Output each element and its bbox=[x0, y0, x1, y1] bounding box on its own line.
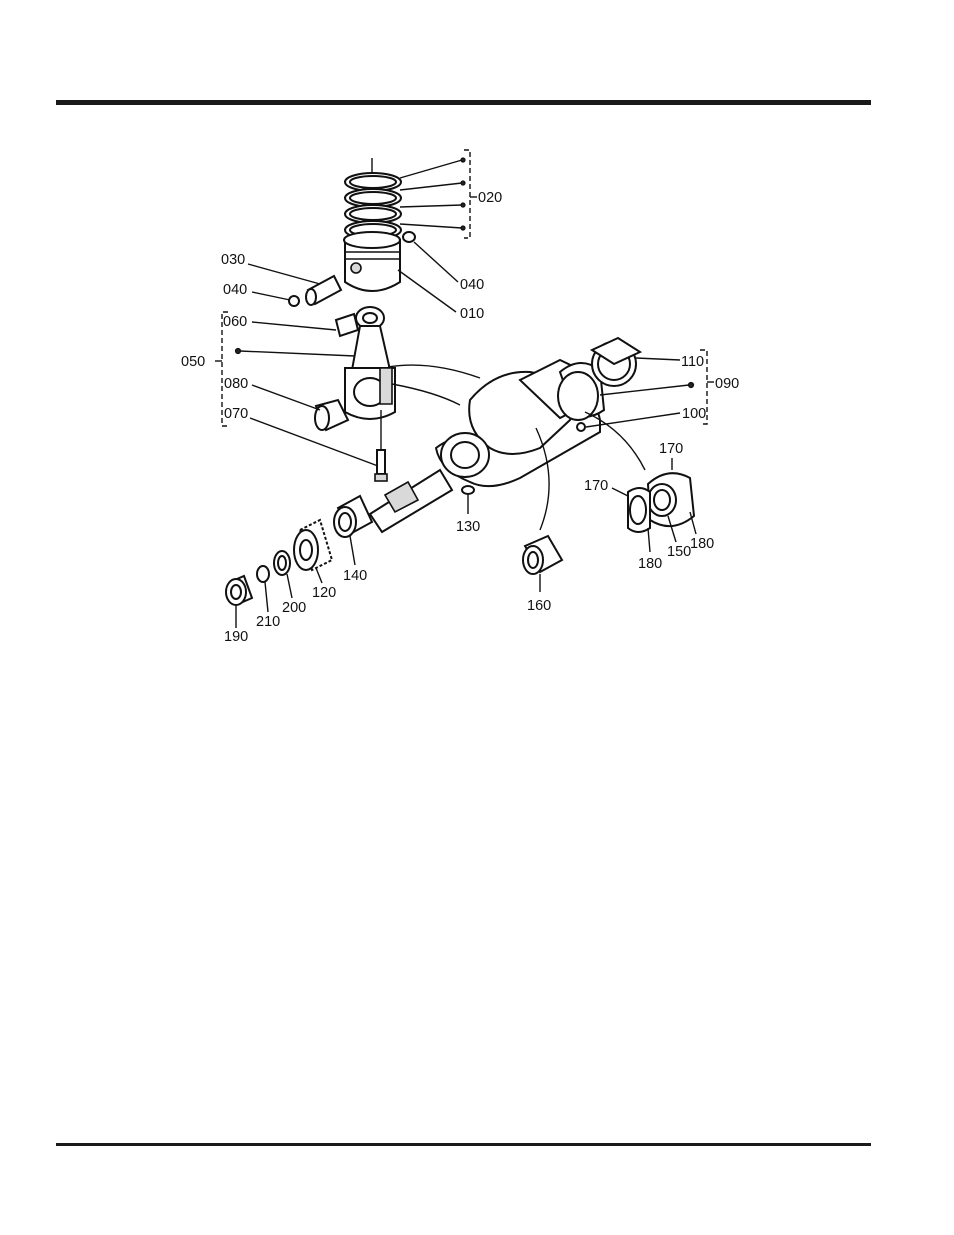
callout-180-right: 180 bbox=[690, 536, 714, 552]
callout-120: 120 bbox=[312, 585, 336, 601]
rod-bearing-drawing bbox=[315, 400, 348, 430]
callout-010: 010 bbox=[460, 306, 484, 322]
callout-150: 150 bbox=[667, 544, 691, 560]
callout-030: 030 bbox=[221, 252, 245, 268]
callout-160: 160 bbox=[527, 598, 551, 614]
rod-bolt-drawing bbox=[375, 410, 387, 481]
callout-190: 190 bbox=[224, 629, 248, 645]
crank-gear-drawing bbox=[294, 520, 332, 570]
callout-130: 130 bbox=[456, 519, 480, 535]
connecting-rod-drawing bbox=[336, 307, 395, 419]
callout-050: 050 bbox=[181, 354, 205, 370]
piston-drawing bbox=[344, 232, 415, 291]
callout-040-right: 040 bbox=[460, 277, 484, 293]
callout-080: 080 bbox=[224, 376, 248, 392]
piston-pin-drawing bbox=[289, 276, 341, 306]
crank-bearing-front-drawing bbox=[334, 496, 372, 537]
main-bearing-case-drawing bbox=[628, 473, 694, 532]
callout-090: 090 bbox=[715, 376, 739, 392]
callout-180-left: 180 bbox=[638, 556, 662, 572]
crank-collar-drawing bbox=[226, 576, 252, 605]
callout-110: 110 bbox=[681, 354, 704, 370]
crankshaft-drawing bbox=[370, 360, 604, 532]
collar-washer-drawing bbox=[257, 566, 269, 582]
callout-140: 140 bbox=[343, 568, 367, 584]
crank-bearing-2-drawing bbox=[523, 536, 562, 574]
callout-040-left: 040 bbox=[223, 282, 247, 298]
callout-060: 060 bbox=[223, 314, 247, 330]
callout-170-left: 170 bbox=[584, 478, 608, 494]
callout-170-right: 170 bbox=[659, 441, 683, 457]
callout-070: 070 bbox=[224, 406, 248, 422]
callout-210: 210 bbox=[256, 614, 280, 630]
callout-200: 200 bbox=[282, 600, 306, 616]
piston-rings-drawing bbox=[345, 158, 401, 239]
callout-020: 020 bbox=[478, 190, 502, 206]
crank-bearing-1-drawing bbox=[592, 338, 640, 386]
feather-key-drawing bbox=[462, 486, 474, 494]
callout-100: 100 bbox=[682, 406, 706, 422]
